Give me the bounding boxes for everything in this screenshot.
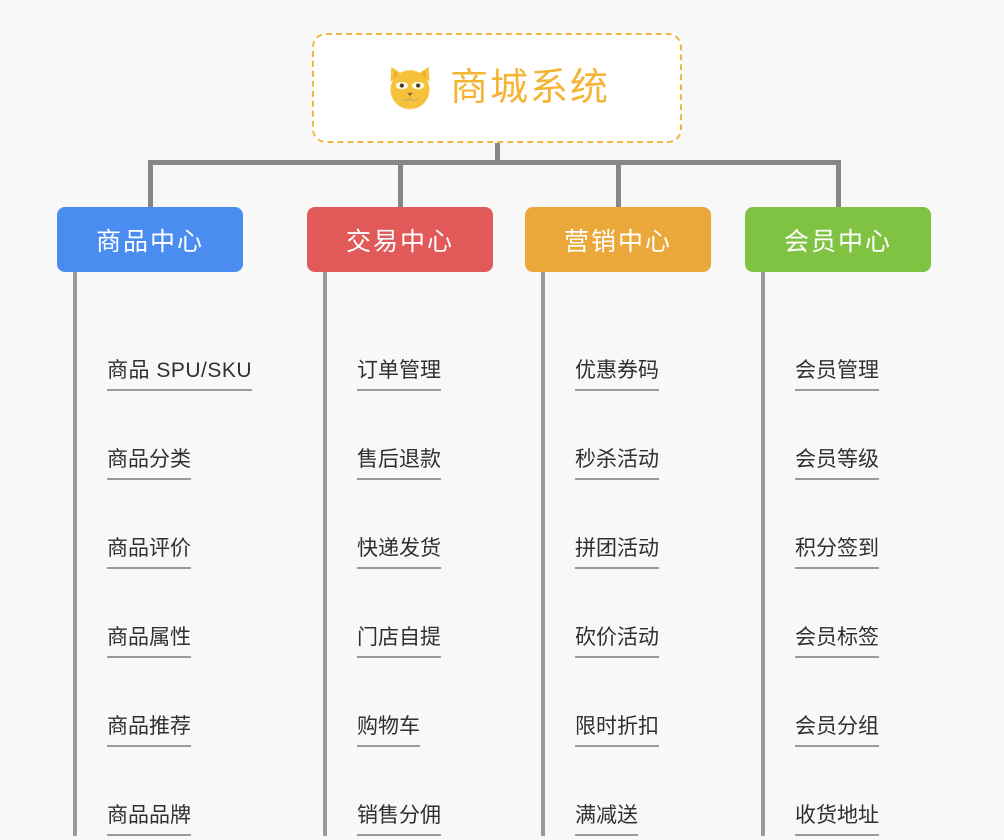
- connector-horizontal-bus: [148, 160, 841, 165]
- category-label: 营销中心: [563, 227, 672, 256]
- category-node-member-center[interactable]: 会员中心: [745, 207, 931, 272]
- leaf-item[interactable]: 拼团活动: [545, 480, 757, 569]
- category-label: 交易中心: [345, 227, 454, 256]
- leaf-spine: 优惠券码 秒杀活动 拼团活动 砍价活动 限时折扣 满减送: [541, 272, 757, 836]
- connector-drop-3: [616, 160, 621, 207]
- leaf-label: 快递发货: [357, 537, 441, 569]
- leaf-spine: 订单管理 售后退款 快递发货 门店自提 购物车 销售分佣: [323, 272, 539, 836]
- category-node-trade-center[interactable]: 交易中心: [307, 207, 493, 272]
- leaf-item[interactable]: 订单管理: [327, 302, 539, 391]
- leaf-spine: 商品 SPU/SKU 商品分类 商品评价 商品属性 商品推荐 商品品牌: [73, 272, 289, 836]
- leaf-label: 商品评价: [107, 537, 191, 569]
- leaf-label: 售后退款: [357, 448, 441, 480]
- category-node-marketing-center[interactable]: 营销中心: [525, 207, 711, 272]
- leaf-item[interactable]: 商品评价: [77, 480, 289, 569]
- root-title: 商城系统: [449, 67, 610, 109]
- leaf-label: 商品 SPU/SKU: [107, 359, 253, 391]
- leaf-label: 门店自提: [357, 626, 441, 658]
- leaf-item[interactable]: 会员管理: [765, 302, 977, 391]
- leaf-item[interactable]: 售后退款: [327, 391, 539, 480]
- leaf-label: 会员标签: [795, 626, 879, 658]
- leaf-label: 销售分佣: [357, 804, 441, 836]
- leaf-label: 会员等级: [795, 448, 879, 480]
- leaf-label: 会员分组: [795, 715, 879, 747]
- branch-column-product-center: 商品中心 商品 SPU/SKU 商品分类 商品评价 商品属性 商品推荐 商品品牌: [57, 207, 289, 836]
- leaf-item[interactable]: 积分签到: [765, 480, 977, 569]
- leaf-item[interactable]: 会员分组: [765, 658, 977, 747]
- category-node-product-center[interactable]: 商品中心: [57, 207, 243, 272]
- leaf-label: 收货地址: [795, 804, 879, 836]
- leaf-item[interactable]: 秒杀活动: [545, 391, 757, 480]
- leaf-label: 订单管理: [357, 359, 441, 391]
- leaf-label: 砍价活动: [575, 626, 659, 658]
- leaf-label: 商品推荐: [107, 715, 191, 747]
- leaf-item[interactable]: 商品分类: [77, 391, 289, 480]
- leaf-label: 会员管理: [795, 359, 879, 391]
- root-node-shop-system[interactable]: 商城系统: [312, 33, 682, 143]
- branch-column-trade-center: 交易中心 订单管理 售后退款 快递发货 门店自提 购物车 销售分佣: [307, 207, 539, 836]
- leaf-label: 优惠券码: [575, 359, 659, 391]
- leaf-item[interactable]: 优惠券码: [545, 302, 757, 391]
- branch-column-marketing-center: 营销中心 优惠券码 秒杀活动 拼团活动 砍价活动 限时折扣 满减送: [525, 207, 757, 836]
- leaf-spine: 会员管理 会员等级 积分签到 会员标签 会员分组 收货地址: [761, 272, 977, 836]
- leaf-item[interactable]: 购物车: [327, 658, 539, 747]
- leaf-label: 购物车: [357, 715, 420, 747]
- connector-drop-4: [836, 160, 841, 207]
- connector-root-stem: [495, 143, 500, 165]
- category-label: 商品中心: [95, 227, 204, 256]
- leaf-label: 限时折扣: [575, 715, 659, 747]
- connector-drop-2: [398, 160, 403, 207]
- leaf-item[interactable]: 收货地址: [765, 747, 977, 836]
- branch-column-member-center: 会员中心 会员管理 会员等级 积分签到 会员标签 会员分组 收货地址: [745, 207, 977, 836]
- leaf-item[interactable]: 商品品牌: [77, 747, 289, 836]
- category-label: 会员中心: [783, 227, 892, 256]
- leaf-item[interactable]: 砍价活动: [545, 569, 757, 658]
- leaf-item[interactable]: 门店自提: [327, 569, 539, 658]
- leaf-label: 拼团活动: [575, 537, 659, 569]
- leaf-label: 商品品牌: [107, 804, 191, 836]
- leaf-item[interactable]: 销售分佣: [327, 747, 539, 836]
- leaf-label: 商品分类: [107, 448, 191, 480]
- leaf-item[interactable]: 满减送: [545, 747, 757, 836]
- leaf-item[interactable]: 会员等级: [765, 391, 977, 480]
- leaf-item[interactable]: 快递发货: [327, 480, 539, 569]
- leaf-label: 满减送: [575, 804, 638, 836]
- leaf-item[interactable]: 限时折扣: [545, 658, 757, 747]
- leaf-item[interactable]: 会员标签: [765, 569, 977, 658]
- leaf-label: 商品属性: [107, 626, 191, 658]
- leaf-item[interactable]: 商品推荐: [77, 658, 289, 747]
- leaf-label: 秒杀活动: [575, 448, 659, 480]
- leaf-label: 积分签到: [795, 537, 879, 569]
- connector-drop-1: [148, 160, 153, 207]
- shiba-dog-icon: [384, 62, 436, 114]
- leaf-item[interactable]: 商品 SPU/SKU: [77, 302, 289, 391]
- leaf-item[interactable]: 商品属性: [77, 569, 289, 658]
